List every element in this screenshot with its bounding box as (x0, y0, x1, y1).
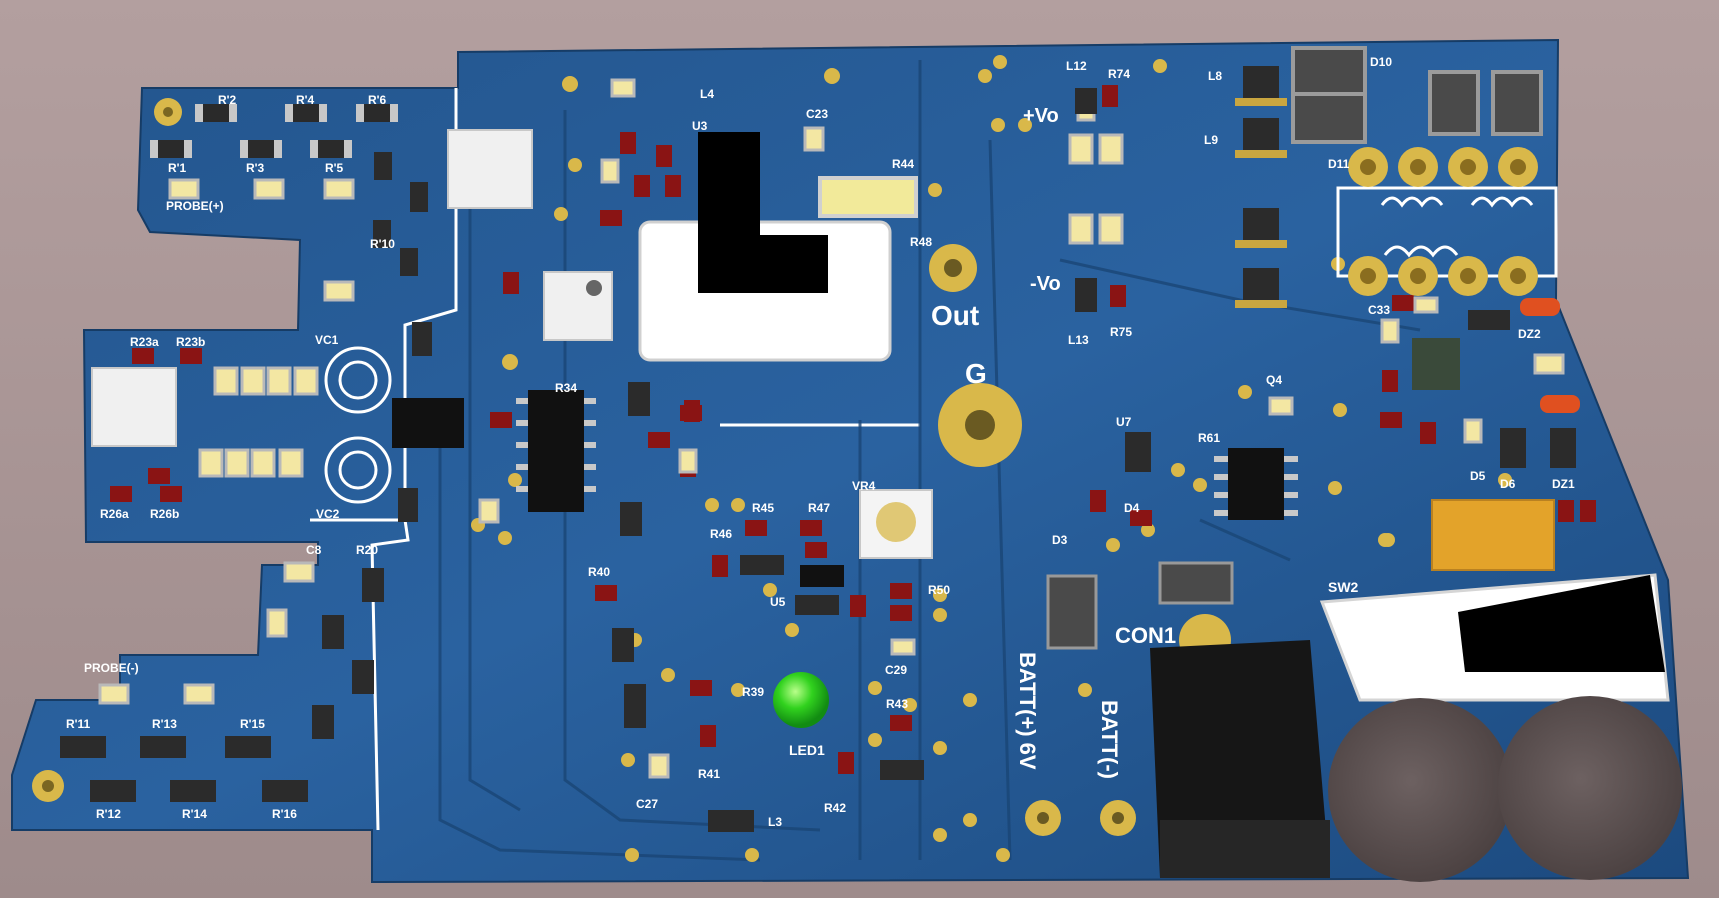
ref-designator: R23b (176, 335, 205, 349)
ref-designator: C33 (1368, 303, 1390, 317)
ref-designator: D6 (1500, 477, 1516, 491)
power-diodes (1291, 46, 1543, 144)
ref-designator: R45 (752, 501, 774, 515)
ref-designator: R'14 (182, 807, 207, 821)
ref-designator: R39 (742, 685, 764, 699)
ref-designator: DZ1 (1552, 477, 1575, 491)
ref-designator: R26b (150, 507, 179, 521)
ref-designator: R47 (808, 501, 830, 515)
electrolytic-capacitors (1328, 696, 1682, 882)
led-green (773, 672, 829, 728)
ic-pins (516, 398, 1298, 516)
ref-designator: L8 (1208, 69, 1222, 83)
smd-capacitors (98, 78, 1565, 779)
ref-designator: R42 (824, 801, 846, 815)
zener-diodes (1520, 298, 1580, 413)
ref-designator: C8 (306, 543, 322, 557)
tantalum-capacitor (1431, 499, 1555, 571)
ref-designator: R75 (1110, 325, 1132, 339)
ref-designator: D10 (1370, 55, 1392, 69)
ref-designator: VC1 (315, 333, 339, 347)
ref-designator: R'5 (325, 161, 344, 175)
ref-designator: R'12 (96, 807, 121, 821)
ref-designator: L4 (700, 87, 714, 101)
ref-designator: D5 (1470, 469, 1486, 483)
label-probe-neg: PROBE(-) (84, 661, 139, 675)
inductors-diodes (60, 66, 1576, 832)
ref-designator: R'10 (370, 237, 395, 251)
slide-switch-sw1 (638, 132, 892, 362)
label-pos-vo: +Vo (1023, 105, 1059, 127)
ref-designator: R'15 (240, 717, 265, 731)
ref-designator: U3 (692, 119, 708, 133)
ref-designator: D3 (1052, 533, 1068, 547)
label-batt-neg: BATT(-) (1097, 700, 1122, 779)
dc-jack-con1 (1150, 640, 1330, 878)
label-con1: CON1 (1115, 623, 1176, 648)
ref-designator: R41 (698, 767, 720, 781)
ref-designator: VC2 (316, 507, 340, 521)
ref-designator: U7 (1116, 415, 1132, 429)
ref-designator: C23 (806, 107, 828, 121)
ref-designator: DZ2 (1518, 327, 1541, 341)
ref-designator: L12 (1066, 59, 1087, 73)
ref-designator: R48 (910, 235, 932, 249)
ref-designator: Q4 (1266, 373, 1282, 387)
ref-designator: U5 (770, 595, 786, 609)
ref-designator: R'6 (368, 93, 387, 107)
ref-designator: C29 (885, 663, 907, 677)
label-out: Out (931, 300, 979, 331)
ref-designator: R'16 (272, 807, 297, 821)
vias (471, 55, 1512, 862)
ref-designator: R20 (356, 543, 378, 557)
ref-designator: R'4 (296, 93, 315, 107)
designator-labels: R'2 R'4 R'6 R'1 R'3 R'5 R'10 R23a R23b V… (66, 55, 1575, 829)
ref-designator: C27 (636, 797, 658, 811)
label-sw2: SW2 (1328, 579, 1359, 595)
ref-designator: R50 (928, 583, 950, 597)
inductor-pads (1235, 98, 1287, 308)
transformer-footprint (1336, 147, 1558, 296)
ref-designator: R26a (100, 507, 129, 521)
mounting-pads (32, 98, 1231, 836)
slide-switch-sw2 (1319, 573, 1670, 702)
ref-designator: L3 (768, 815, 782, 829)
label-neg-vo: -Vo (1030, 273, 1061, 295)
ref-designator: L13 (1068, 333, 1089, 347)
silkscreen-labels: Out G +Vo -Vo CON1 PROBE(+) PROBE(-) LED… (84, 105, 1359, 779)
ref-designator: R61 (1198, 431, 1220, 445)
ref-designator: VR4 (852, 479, 876, 493)
ref-designator: R'2 (218, 93, 237, 107)
ref-designator: L9 (1204, 133, 1218, 147)
ref-designator: D4 (1124, 501, 1140, 515)
ref-designator: R'1 (168, 161, 187, 175)
ref-designator: R44 (892, 157, 914, 171)
trimmer-potentiometers (91, 129, 933, 559)
label-probe-pos: PROBE(+) (166, 199, 224, 213)
ref-designator: R46 (710, 527, 732, 541)
ref-designator: R'13 (152, 717, 177, 731)
ref-designator: R'3 (246, 161, 265, 175)
ref-designator: R'11 (66, 717, 91, 731)
board-cut-line (310, 88, 458, 522)
ic-chips (392, 338, 1460, 650)
ref-designator: R23a (130, 335, 159, 349)
variable-capacitors (324, 346, 392, 504)
smd-resistors (110, 85, 1596, 774)
ref-designator: R43 (886, 697, 908, 711)
board-cut-line (370, 519, 410, 831)
label-ground: G (965, 358, 987, 389)
resistor-r44 (818, 176, 918, 218)
ref-designator: R74 (1108, 67, 1130, 81)
label-led1: LED1 (789, 742, 825, 758)
ref-designator: D11 (1328, 157, 1350, 171)
ref-designator: R34 (555, 381, 577, 395)
label-batt-pos: BATT(+) 6V (1015, 652, 1040, 770)
ref-designator: R40 (588, 565, 610, 579)
